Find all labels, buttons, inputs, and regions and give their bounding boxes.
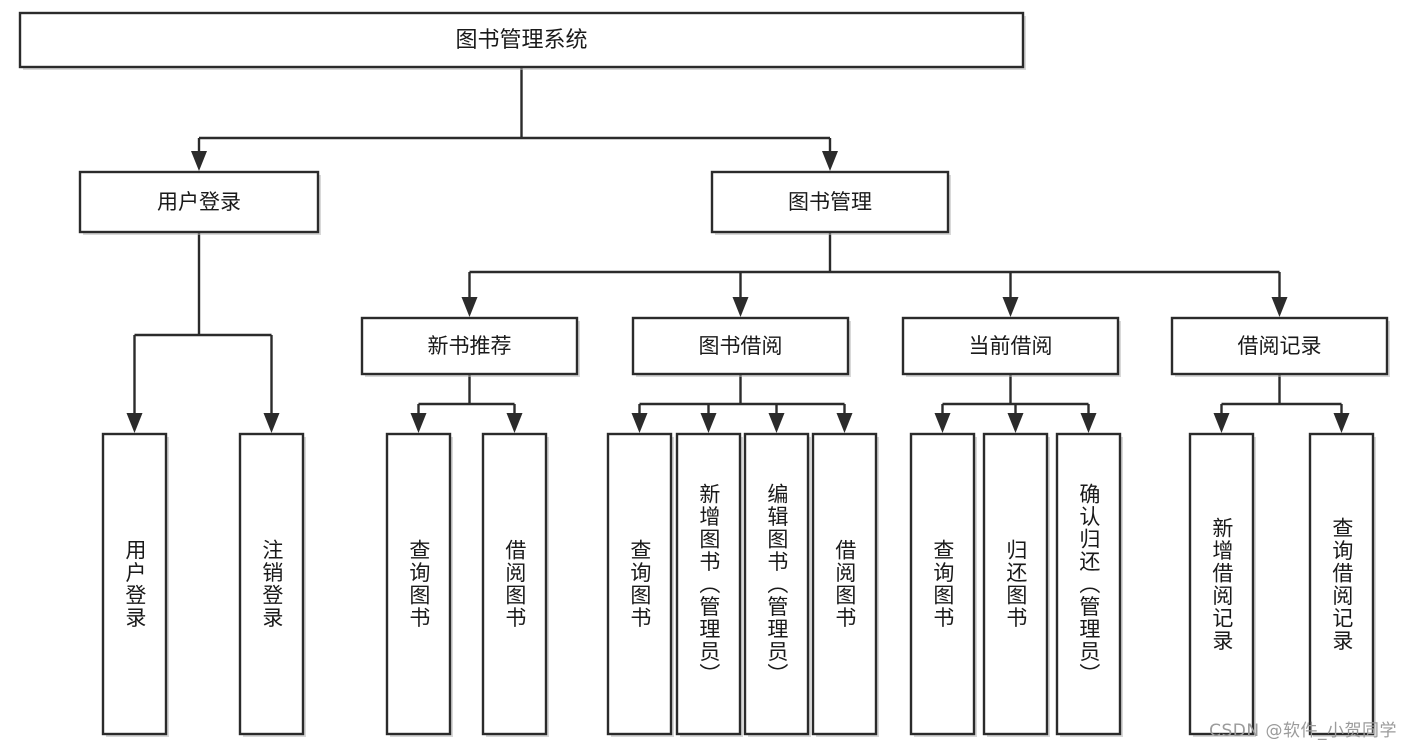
arrow-head-icon — [822, 151, 838, 171]
node-box[interactable] — [1170, 316, 1389, 376]
node-box[interactable] — [360, 316, 579, 376]
node-leaf-query-book-rec[interactable] — [385, 432, 453, 737]
node-box[interactable] — [901, 316, 1120, 376]
arrow-head-icon — [461, 297, 478, 317]
arrow-head-icon — [768, 413, 785, 433]
node-new-book-recommend[interactable] — [360, 316, 580, 377]
node-box[interactable] — [982, 432, 1049, 736]
node-box[interactable] — [909, 432, 976, 736]
arrow-head-icon — [1007, 413, 1024, 433]
arrow-head-icon — [700, 413, 717, 433]
node-box[interactable] — [18, 11, 1025, 69]
node-label: 新书推荐 — [428, 334, 512, 358]
node-leaf-add-record[interactable] — [1188, 432, 1256, 737]
connector-group-current-borrow — [934, 374, 1097, 433]
node-box[interactable] — [385, 432, 452, 736]
connector-group-book-management — [461, 232, 1288, 317]
arrow-head-icon — [1333, 413, 1350, 433]
node-box[interactable] — [1308, 432, 1375, 736]
node-user-login[interactable] — [78, 170, 321, 235]
node-label: 图书借阅 — [699, 334, 783, 358]
node-box[interactable] — [238, 432, 305, 736]
arrow-head-icon — [1002, 297, 1019, 317]
node-book-borrow[interactable] — [631, 316, 851, 377]
node-box[interactable] — [710, 170, 950, 234]
node-leaf-confirm-return[interactable] — [1055, 432, 1123, 737]
node-box[interactable] — [606, 432, 673, 736]
node-leaf-borrow-book[interactable] — [811, 432, 879, 737]
arrow-head-icon — [410, 413, 427, 433]
node-current-borrow[interactable] — [901, 316, 1121, 377]
node-box[interactable] — [101, 432, 168, 736]
node-box[interactable] — [631, 316, 850, 376]
node-leaf-edit-book[interactable] — [743, 432, 811, 737]
connector-group-new-book-recommend — [410, 374, 523, 433]
node-box[interactable] — [811, 432, 878, 736]
node-leaf-borrow-book-rec[interactable] — [481, 432, 549, 737]
node-box[interactable] — [481, 432, 548, 736]
node-book-management[interactable] — [710, 170, 951, 235]
node-leaf-query-book-borrow[interactable] — [606, 432, 674, 737]
node-leaf-query-book-cur[interactable] — [909, 432, 977, 737]
node-box[interactable] — [675, 432, 742, 736]
connector-group-root — [191, 67, 838, 171]
node-box[interactable] — [1188, 432, 1255, 736]
arrow-head-icon — [126, 413, 143, 433]
node-label: 当前借阅 — [969, 334, 1053, 358]
arrow-head-icon — [1213, 413, 1230, 433]
connector-group-borrow-record — [1213, 374, 1350, 433]
node-leaf-logout[interactable] — [238, 432, 306, 737]
node-label: 借阅记录 — [1238, 334, 1322, 358]
node-leaf-add-book[interactable] — [675, 432, 743, 737]
node-root[interactable] — [18, 11, 1026, 70]
node-leaf-user-login[interactable] — [101, 432, 169, 737]
arrow-head-icon — [1271, 297, 1288, 317]
node-box[interactable] — [78, 170, 320, 234]
arrow-head-icon — [631, 413, 648, 433]
arrow-head-icon — [263, 413, 280, 433]
node-label: 图书管理 — [788, 190, 872, 214]
node-leaf-return-book[interactable] — [982, 432, 1050, 737]
node-leaf-query-record[interactable] — [1308, 432, 1376, 737]
arrow-head-icon — [934, 413, 951, 433]
connector-group-user-login — [126, 232, 280, 433]
watermark-text: CSDN @软件_小贺同学 — [1209, 721, 1397, 741]
node-label: 用户登录 — [157, 190, 241, 214]
connector-group-book-borrow — [631, 374, 853, 433]
arrow-head-icon — [506, 413, 523, 433]
arrow-head-icon — [732, 297, 749, 317]
node-box[interactable] — [743, 432, 810, 736]
arrow-head-icon — [1080, 413, 1097, 433]
node-borrow-record[interactable] — [1170, 316, 1390, 377]
node-label: 图书管理系统 — [455, 28, 587, 53]
node-box[interactable] — [1055, 432, 1122, 736]
arrow-head-icon — [836, 413, 853, 433]
arrow-head-icon — [191, 151, 207, 171]
